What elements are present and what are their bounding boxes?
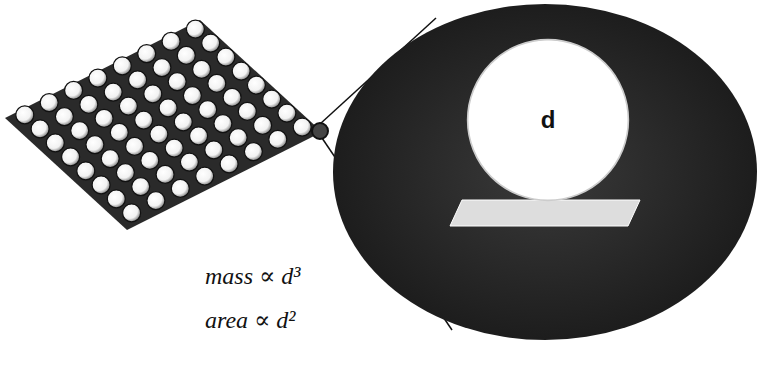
sphere [92,176,110,194]
sphere [119,97,137,115]
sphere [220,155,238,173]
sphere [89,69,107,87]
sphere [95,109,113,127]
sphere [177,46,195,64]
sphere [190,127,208,145]
sphere [208,74,226,92]
sphere [77,162,95,180]
substrate-surface [450,200,640,226]
sphere [244,143,262,161]
sphere [80,95,98,113]
sphere [40,94,58,112]
sphere [171,179,189,197]
sphere [132,178,150,196]
sphere [254,116,272,134]
sphere [147,192,165,210]
sphere [193,60,211,78]
sphere [65,81,83,99]
sphere [156,165,174,183]
sphere [196,167,214,185]
sphere [214,115,232,133]
sphere [141,151,159,169]
sphere [110,123,128,141]
sphere [168,73,186,91]
sphere [153,59,171,77]
sphere-array [16,20,311,222]
sphere [46,134,64,152]
sphere [269,130,287,148]
sphere [129,71,147,89]
sphere [86,136,104,154]
sphere [174,113,192,131]
magnified-view [333,4,757,340]
sphere [16,106,34,124]
sphere [223,88,241,106]
sphere [71,122,89,140]
sphere [101,150,119,168]
sphere [107,190,125,208]
scaling-formula: area ∝ d² [205,306,296,334]
sphere [263,90,281,108]
sphere [183,87,201,105]
sphere [138,45,156,63]
sphere [165,139,183,157]
sphere [135,111,153,129]
sphere [55,108,73,126]
sphere [186,20,204,38]
sphere [113,57,131,75]
sphere [217,48,235,66]
sphere [202,34,220,52]
sphere [150,125,168,143]
sphere [205,141,223,159]
sphere [180,153,198,171]
sphere [116,164,134,182]
sphere [126,137,144,155]
substrate-plate [5,20,322,230]
scaling-formula: mass ∝ d³ [205,262,300,290]
sphere [144,85,162,103]
sphere-node: d [466,38,630,202]
sphere [238,102,256,120]
sphere [199,101,217,119]
sphere [31,120,49,138]
sphere [62,148,80,166]
sphere [159,99,177,117]
sphere [247,76,265,94]
dimension-label: d [541,106,556,134]
sphere [293,118,311,136]
zoom-spot [312,123,328,139]
sphere [232,62,250,80]
sphere [104,83,122,101]
sphere [229,129,247,147]
sphere [162,32,180,50]
sphere [123,204,141,222]
sphere [278,104,296,122]
